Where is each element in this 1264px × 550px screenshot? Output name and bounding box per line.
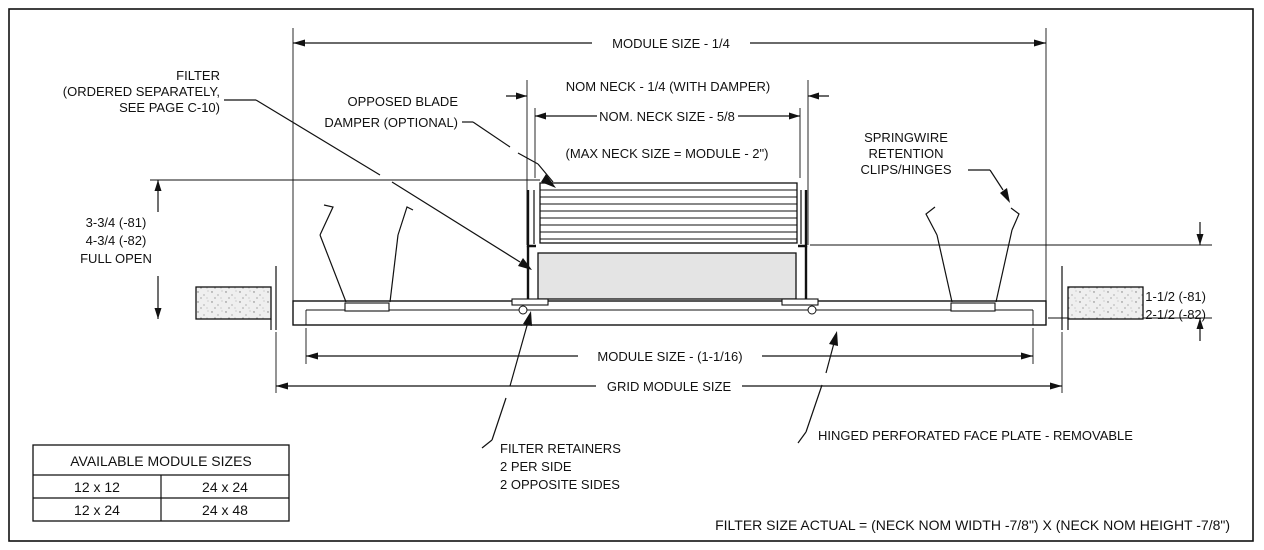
height-left-line-1: 3-3/4 (-81) bbox=[86, 215, 147, 230]
filter-element bbox=[526, 246, 808, 302]
ceiling-tile-left bbox=[195, 286, 272, 320]
leader-springwire bbox=[968, 169, 1010, 203]
springwire-clip-right bbox=[925, 206, 1020, 312]
dim-nom-neck-size-label: NOM. NECK SIZE - 5/8 bbox=[599, 109, 735, 124]
leader-retainers bbox=[481, 311, 532, 449]
filter-size-formula: FILTER SIZE ACTUAL = (NECK NOM WIDTH -7/… bbox=[715, 517, 1230, 533]
height-right-line-1: 1-1/2 (-81) bbox=[1145, 289, 1206, 304]
leader-faceplate bbox=[797, 331, 838, 444]
dim-module-116: MODULE SIZE - (1-1/16) bbox=[305, 328, 1034, 364]
dim-nom-neck-size: NOM. NECK SIZE - 5/8 bbox=[534, 108, 801, 178]
dim-nom-neck-damper-label: NOM NECK - 1/4 (WITH DAMPER) bbox=[566, 79, 770, 94]
leader-damper bbox=[462, 121, 556, 188]
grid-tee-left bbox=[270, 266, 277, 330]
label-damper-1: OPPOSED BLADE bbox=[347, 94, 458, 109]
label-retainers-3: 2 OPPOSITE SIDES bbox=[500, 477, 620, 492]
label-retainers-1: FILTER RETAINERS bbox=[500, 441, 621, 456]
label-filter-1: FILTER bbox=[176, 68, 220, 83]
table-cell: 24 x 48 bbox=[202, 502, 248, 518]
height-right-line-2: 2-1/2 (-82) bbox=[1145, 307, 1206, 322]
table-header: AVAILABLE MODULE SIZES bbox=[70, 453, 252, 469]
label-retainers-2: 2 PER SIDE bbox=[500, 459, 572, 474]
dim-module-quarter: MODULE SIZE - 1/4 bbox=[292, 28, 1047, 320]
dim-height-full-open: 3-3/4 (-81) 4-3/4 (-82) FULL OPEN bbox=[80, 179, 540, 319]
springwire-clip-left bbox=[319, 204, 414, 312]
ceiling-tile-right bbox=[1067, 286, 1144, 320]
drawing-border bbox=[8, 8, 1254, 542]
dim-height-neck: 1-1/2 (-81) 2-1/2 (-82) bbox=[810, 222, 1212, 341]
filter-retainer-left bbox=[511, 298, 549, 315]
module-sizes-table: AVAILABLE MODULE SIZES 12 x 12 24 x 24 1… bbox=[32, 444, 290, 522]
table-cell: 24 x 24 bbox=[202, 479, 248, 495]
opposed-blade-damper bbox=[526, 182, 808, 248]
max-neck-note: (MAX NECK SIZE = MODULE - 2") bbox=[566, 146, 769, 161]
label-springwire-1: SPRINGWIRE bbox=[864, 130, 948, 145]
dim-module-116-label: MODULE SIZE - (1-1/16) bbox=[597, 349, 742, 364]
filter-retainer-right bbox=[781, 298, 819, 315]
table-cell: 12 x 12 bbox=[74, 479, 120, 495]
dim-grid-module-label: GRID MODULE SIZE bbox=[607, 379, 732, 394]
perforated-face-plate bbox=[292, 300, 1047, 326]
dim-module-quarter-label: MODULE SIZE - 1/4 bbox=[612, 36, 730, 51]
label-filter-3: SEE PAGE C-10) bbox=[119, 100, 220, 115]
dim-nom-neck-damper: NOM NECK - 1/4 (WITH DAMPER) bbox=[506, 79, 829, 245]
grid-tee-right bbox=[1061, 266, 1069, 330]
label-damper-2: DAMPER (OPTIONAL) bbox=[324, 115, 458, 130]
height-left-line-2: 4-3/4 (-82) bbox=[86, 233, 147, 248]
label-faceplate: HINGED PERFORATED FACE PLATE - REMOVABLE bbox=[818, 428, 1133, 443]
table-cell: 12 x 24 bbox=[74, 502, 120, 518]
label-filter-2: (ORDERED SEPARATELY, bbox=[63, 84, 220, 99]
height-left-line-3: FULL OPEN bbox=[80, 251, 152, 266]
label-springwire-2: RETENTION bbox=[868, 146, 943, 161]
label-springwire-3: CLIPS/HINGES bbox=[860, 162, 951, 177]
dim-grid-module: GRID MODULE SIZE bbox=[275, 332, 1063, 394]
leader-filter bbox=[224, 99, 532, 270]
